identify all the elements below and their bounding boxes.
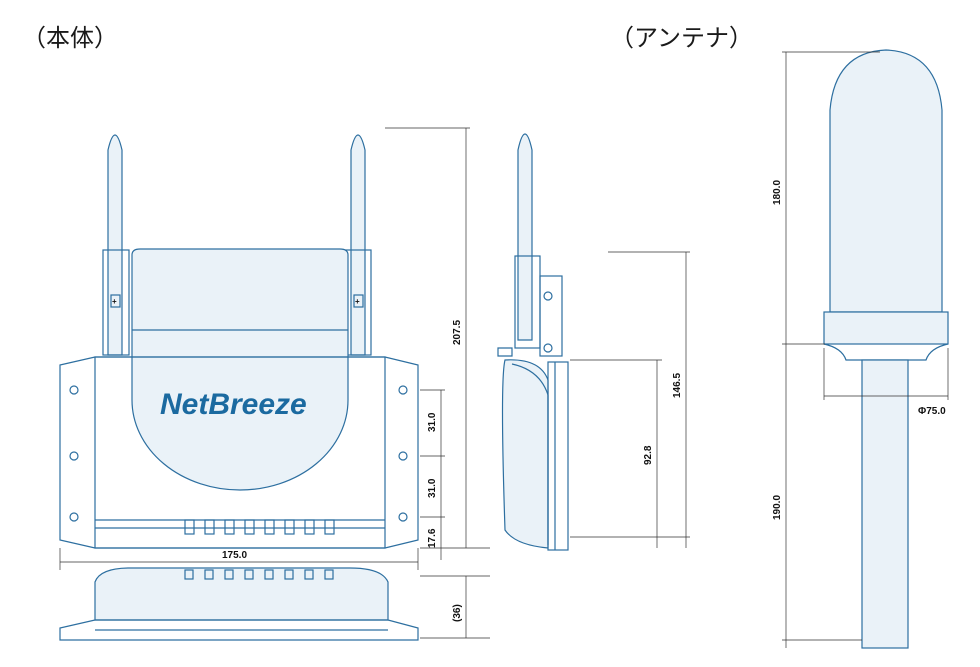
dim-hole-pitch-lower: 31.0 bbox=[427, 478, 438, 498]
dim-width: 175.0 bbox=[222, 550, 247, 561]
side-dimensions bbox=[570, 251, 690, 548]
dim-antenna-height: 180.0 bbox=[772, 180, 783, 205]
dim-antenna-diameter: Φ75.0 bbox=[918, 406, 946, 417]
mount-hole bbox=[69, 512, 79, 522]
front-view: + + NetBreeze bbox=[59, 134, 419, 549]
dim-hole-pitch-upper: 31.0 bbox=[427, 412, 438, 432]
brand-logo: NetBreeze bbox=[160, 388, 307, 421]
dim-depth: (36) bbox=[452, 604, 463, 622]
bottom-view bbox=[59, 567, 419, 641]
front-antenna-left: + bbox=[107, 134, 123, 356]
dim-side-height: 146.5 bbox=[672, 373, 683, 398]
mount-hole bbox=[69, 385, 79, 395]
side-view bbox=[497, 133, 569, 551]
front-dimensions bbox=[59, 127, 490, 570]
front-cover bbox=[131, 248, 349, 491]
mount-hole bbox=[398, 512, 408, 522]
dim-bottom-offset: 17.6 bbox=[427, 528, 438, 548]
antenna-view bbox=[823, 49, 949, 649]
mount-hole bbox=[398, 385, 408, 395]
svg-text:+: + bbox=[355, 297, 360, 306]
header-antenna: （アンテナ） bbox=[610, 24, 753, 52]
mount-hole bbox=[69, 451, 79, 461]
bottom-ports bbox=[184, 569, 334, 580]
svg-text:+: + bbox=[112, 297, 117, 306]
dim-pole-height: 190.0 bbox=[772, 495, 783, 520]
front-antenna-right: + bbox=[350, 134, 366, 356]
dim-height-total: 207.5 bbox=[452, 320, 463, 345]
dim-side-mount: 92.8 bbox=[643, 445, 654, 465]
front-ports bbox=[184, 519, 335, 535]
mount-hole bbox=[398, 451, 408, 461]
antenna-dimensions bbox=[782, 51, 949, 648]
header-body: （本体） bbox=[22, 24, 118, 52]
